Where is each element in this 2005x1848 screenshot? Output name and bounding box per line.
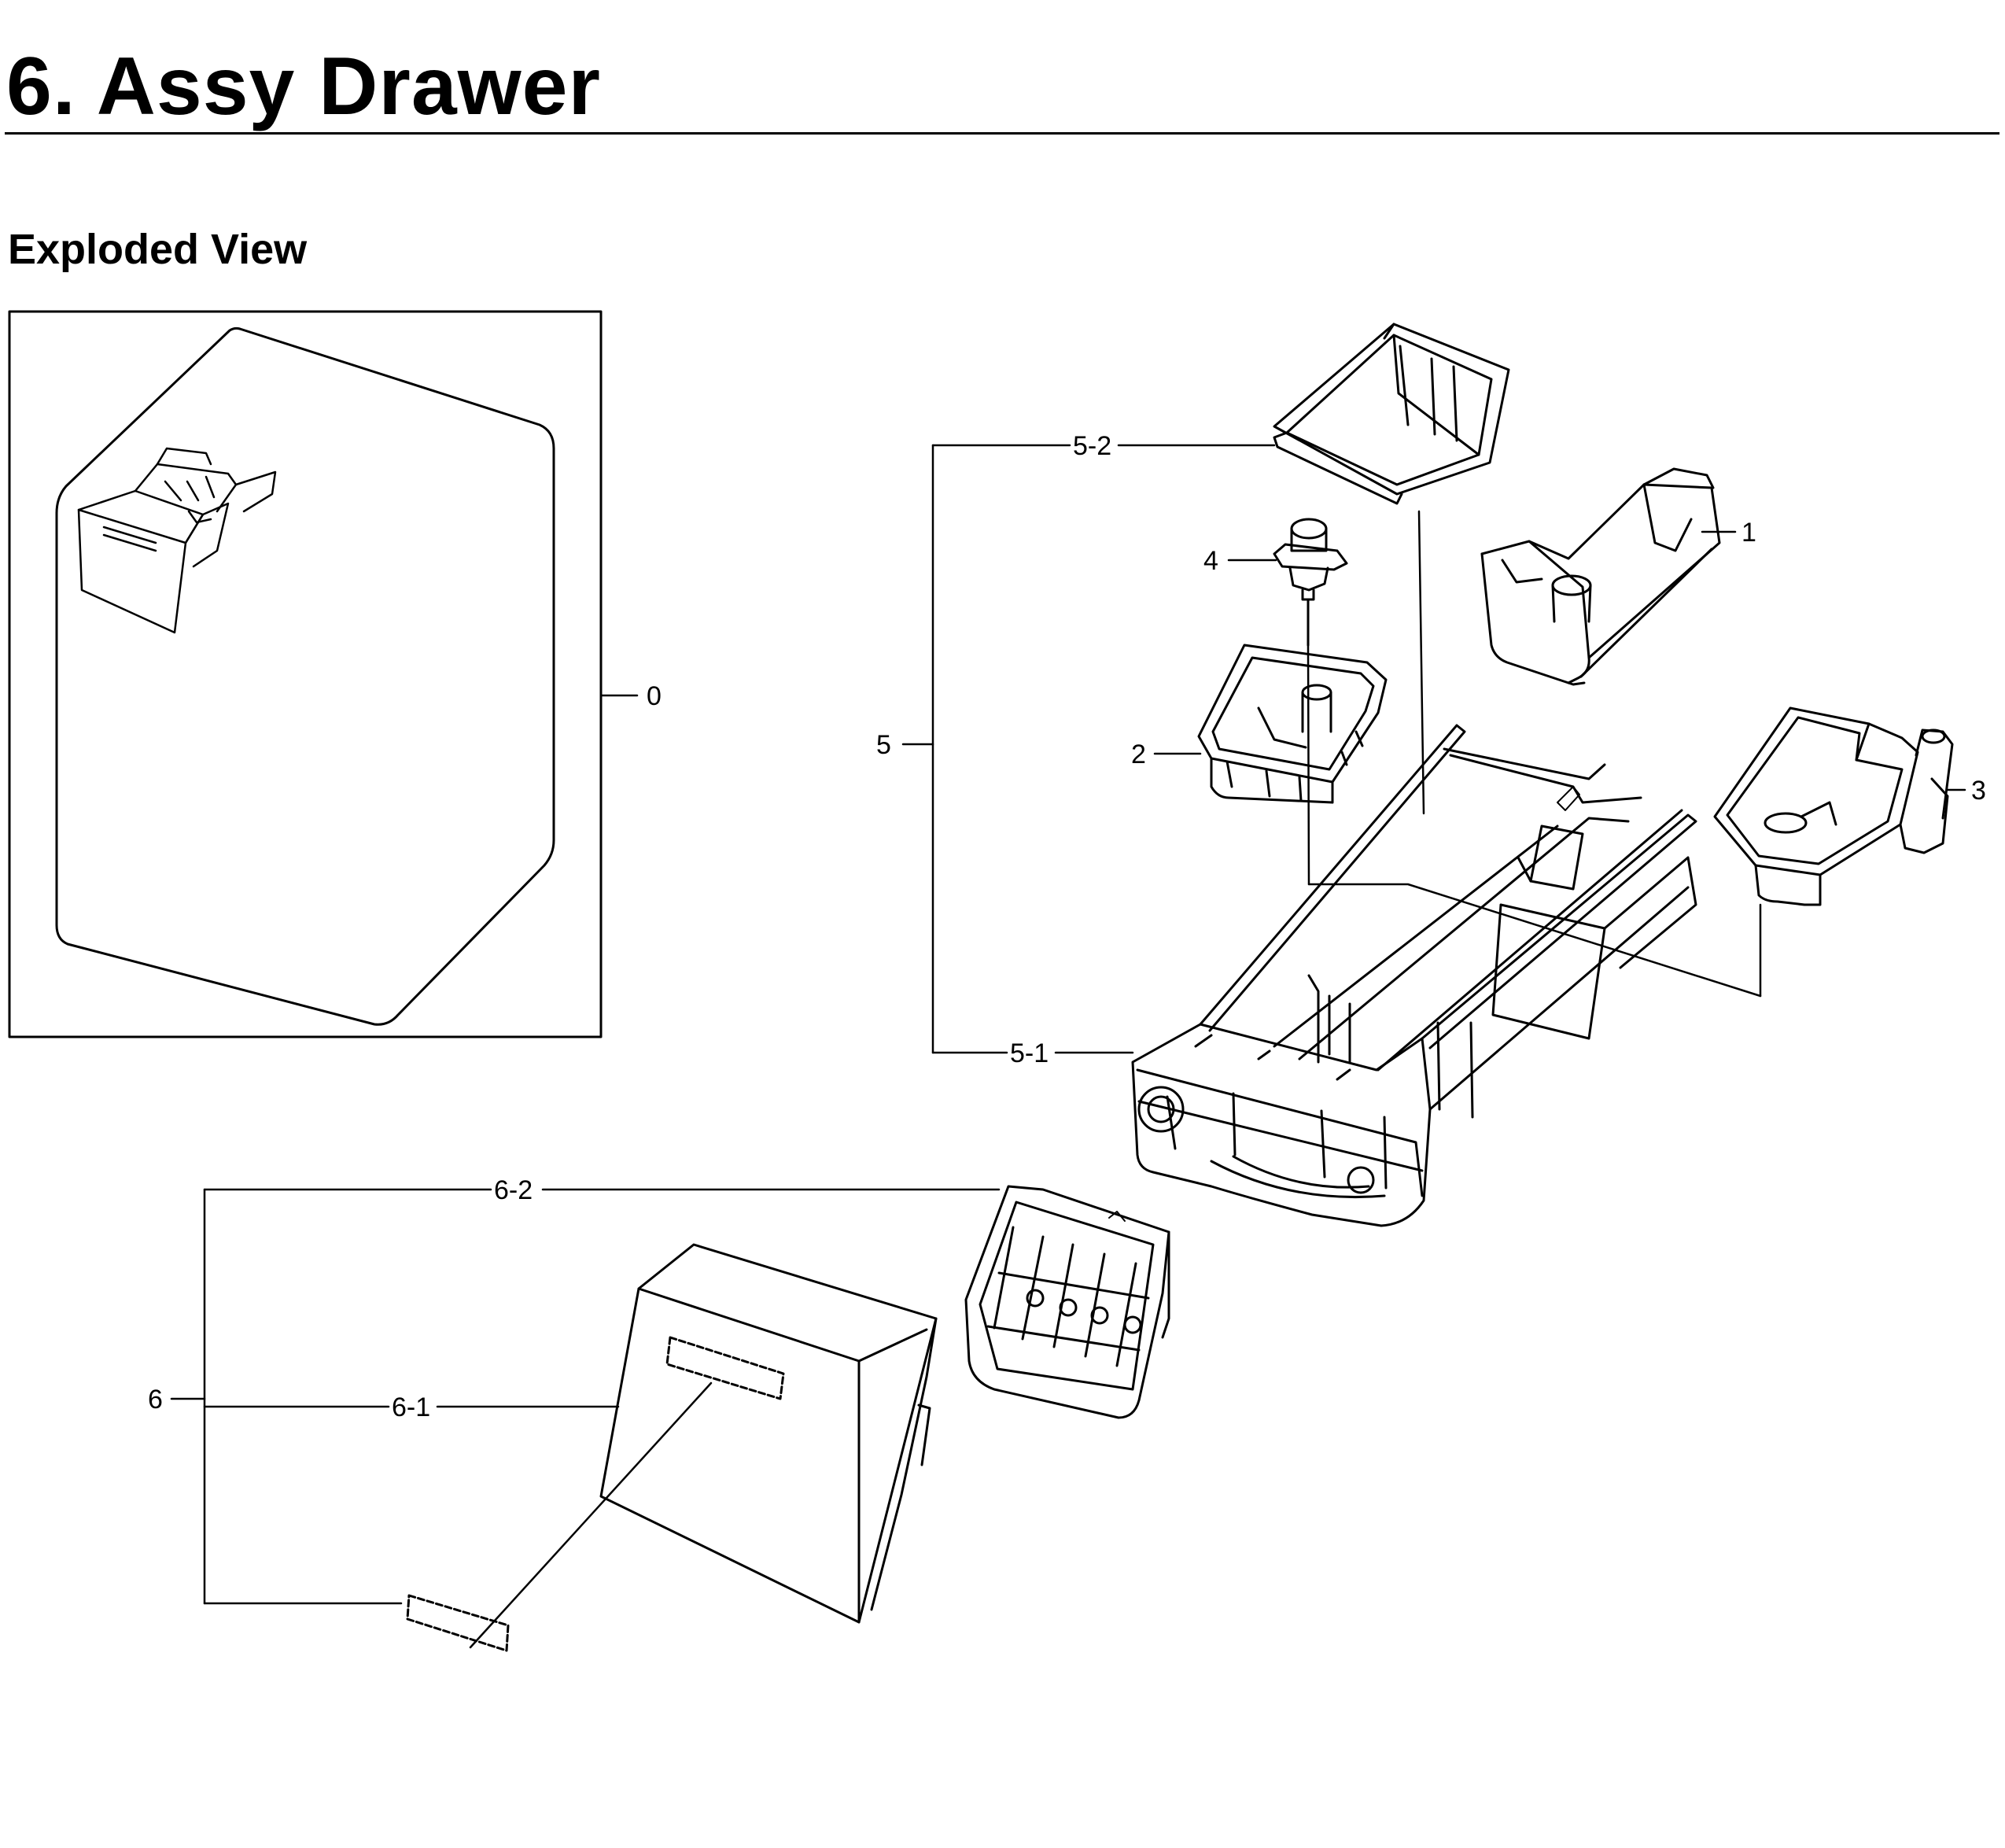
- part-2-cup: [1197, 644, 1388, 804]
- part-4-valve: [1273, 518, 1348, 647]
- part-5-1-drawer-body: [1131, 724, 1697, 1227]
- callout-6: 6: [148, 1385, 163, 1415]
- section-heading: Exploded View: [8, 226, 308, 273]
- title-rule: [5, 132, 1999, 135]
- callout-5-2: 5-2: [1073, 431, 1111, 461]
- callout-6-1: 6-1: [392, 1392, 430, 1422]
- machine-outline: [55, 326, 555, 1026]
- inset-drawer-icon: [77, 447, 277, 634]
- callout-2: 2: [1131, 740, 1146, 769]
- callout-0: 0: [647, 681, 662, 711]
- callout-labels: 0 1 2 3 4 5 5-1 5-2 6 6-1 6-2: [148, 431, 1986, 1422]
- callout-5-1: 5-1: [1010, 1038, 1049, 1068]
- page-title: 6. Assy Drawer: [6, 41, 601, 132]
- assembly-inset: [8, 310, 603, 1038]
- callout-4: 4: [1203, 546, 1218, 576]
- part-1-bin: [1480, 467, 1721, 686]
- leader-lines: [170, 444, 1966, 1649]
- callout-5: 5: [876, 730, 891, 760]
- part-3-side-cup: [1713, 706, 1954, 906]
- part-5-2-tray: [1273, 323, 1510, 505]
- callout-1: 1: [1741, 518, 1756, 548]
- callout-6-2: 6-2: [494, 1175, 533, 1205]
- callout-3: 3: [1971, 776, 1986, 806]
- part-6-2-grille: [964, 1185, 1170, 1419]
- part-6-1-front-panel: [406, 1243, 938, 1652]
